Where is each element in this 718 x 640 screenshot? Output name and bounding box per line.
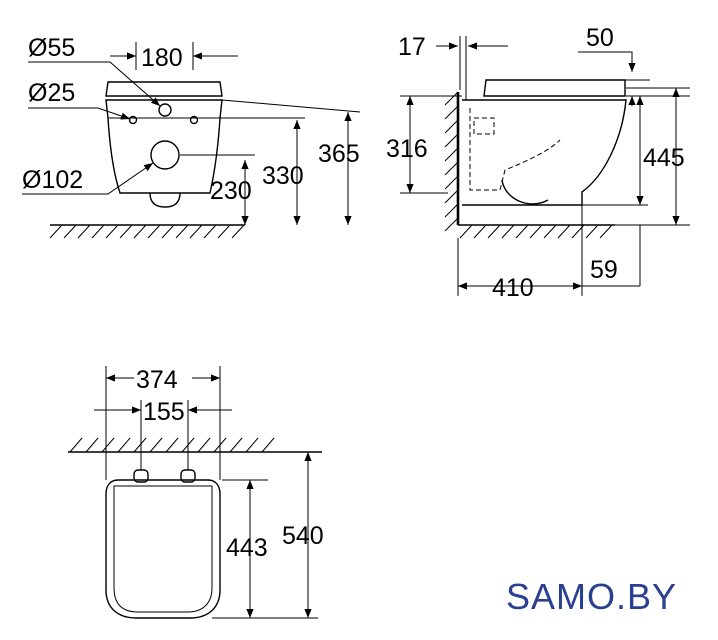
brand-logo-text: SAMO.BY	[506, 576, 678, 617]
dim-17: 17	[398, 33, 426, 61]
dim-410: 410	[492, 274, 534, 302]
floor-hatch-front	[49, 224, 245, 239]
dim-316: 316	[386, 135, 428, 163]
side-view: 17 50 316 445 410 59	[386, 24, 690, 302]
dim-59: 59	[590, 256, 618, 284]
dim-443: 443	[226, 534, 268, 562]
dim-d102: Ø102	[22, 166, 83, 194]
dim-d25: Ø25	[28, 79, 75, 107]
wall-hatch-top	[69, 437, 275, 453]
dim-180: 180	[141, 44, 183, 72]
side-bowl	[462, 99, 627, 206]
wall-hatch	[444, 91, 459, 232]
dim-540: 540	[282, 522, 324, 550]
top-view: 374 155 443 540	[68, 366, 324, 619]
dim-230: 230	[210, 177, 252, 205]
dim-50: 50	[586, 24, 614, 52]
dim-374: 374	[136, 366, 178, 394]
front-bowl	[105, 99, 223, 194]
dim-445: 445	[643, 144, 685, 172]
front-seat	[105, 81, 223, 97]
dim-330: 330	[262, 162, 304, 190]
dim-d55: Ø55	[28, 34, 75, 62]
dim-155: 155	[143, 398, 185, 426]
top-seat	[105, 479, 221, 619]
dim-365: 365	[318, 140, 360, 168]
front-view: 180 Ø55 Ø25 Ø102 230 330 365	[22, 34, 361, 239]
floor-hatch-side	[459, 224, 613, 239]
side-seat	[483, 79, 626, 97]
